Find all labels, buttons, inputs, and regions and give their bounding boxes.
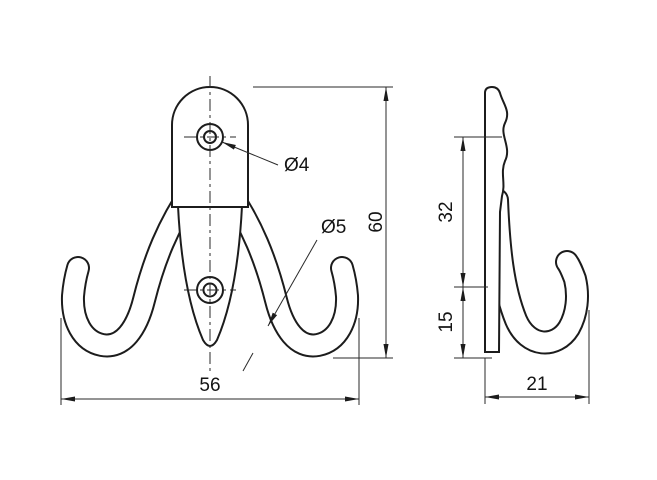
dim-width-label: 56 xyxy=(199,375,220,396)
leader-dia5 xyxy=(267,239,318,327)
dim-height-label: 60 xyxy=(366,211,387,232)
front-view: 60 56 Ø4 Ø5 xyxy=(60,76,393,405)
dia4-label: Ø4 xyxy=(284,155,310,176)
hook-left-body xyxy=(62,180,202,356)
leader-dia4 xyxy=(221,141,279,166)
side-hook-body xyxy=(487,190,587,353)
side-plate xyxy=(484,85,509,353)
dim-15-label: 15 xyxy=(436,311,457,332)
dim-32-label: 32 xyxy=(436,201,457,222)
leader-dia5-tail xyxy=(242,352,254,372)
dia5-label: Ø5 xyxy=(321,217,346,238)
hook-right-body xyxy=(218,180,358,356)
side-view: 32 15 21 xyxy=(436,85,590,404)
dim-21-label: 21 xyxy=(526,374,547,395)
